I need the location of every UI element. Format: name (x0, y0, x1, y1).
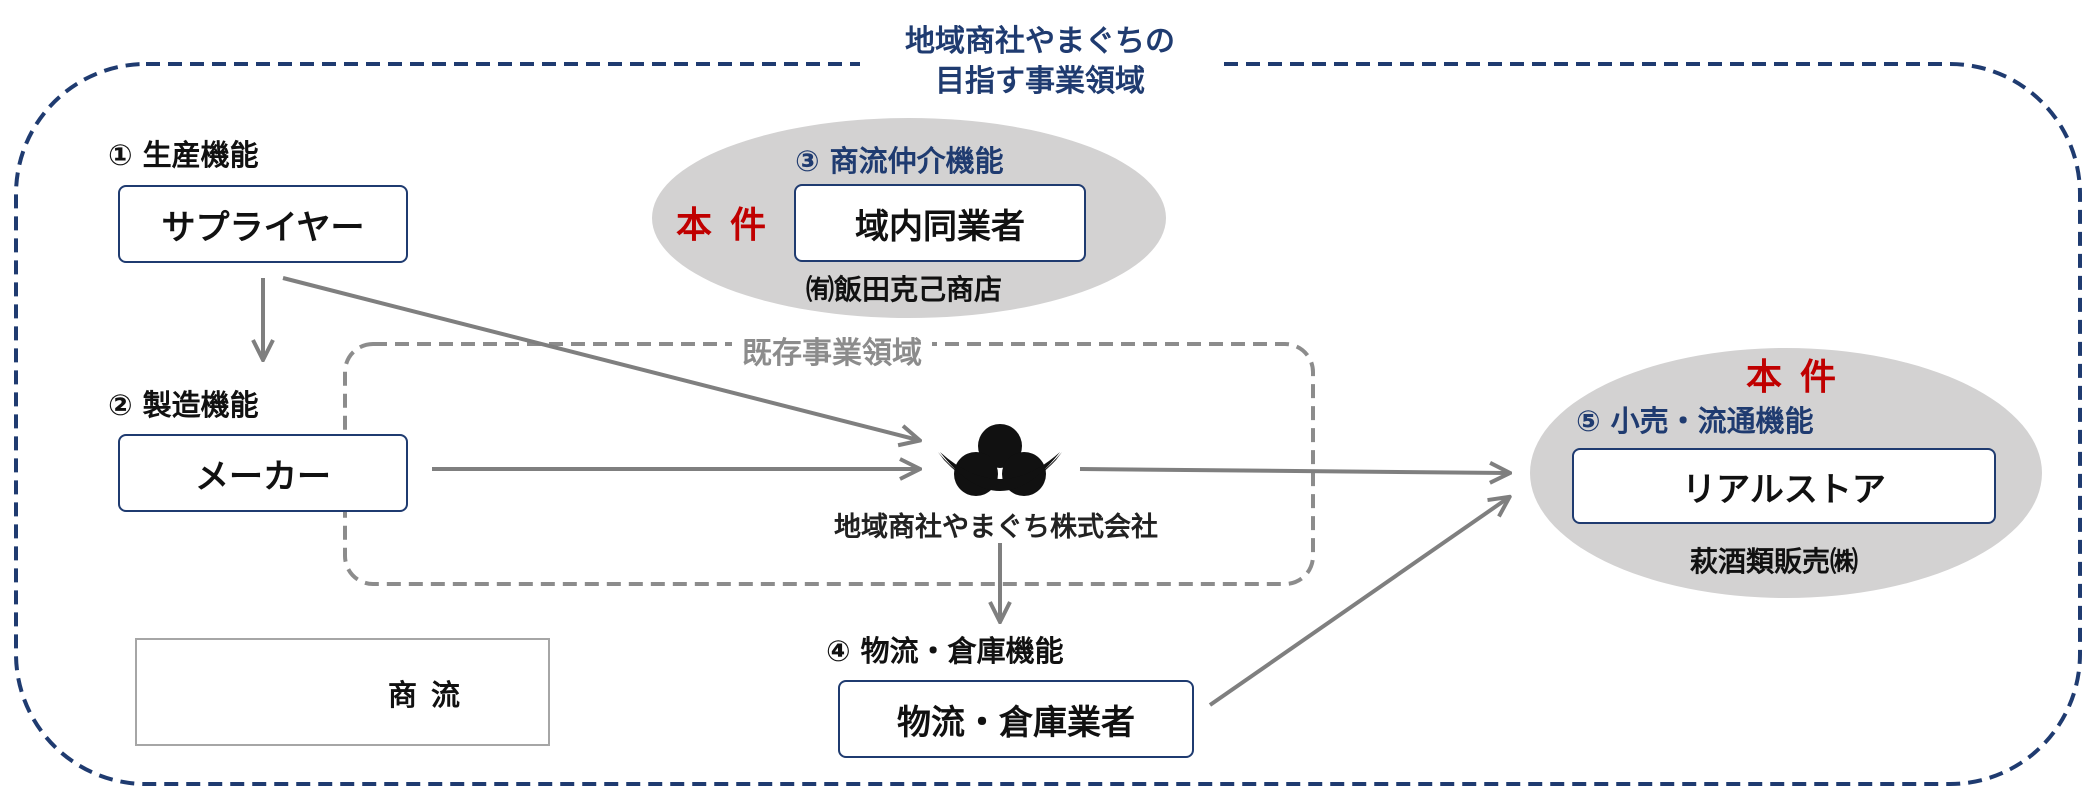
logistics-function-label: ④ 物流・倉庫機能 (826, 634, 1064, 668)
intermediary-company: ㈲飯田克己商店 (806, 273, 1003, 306)
intermediary-tag: 本件 (676, 205, 785, 246)
manufacturing-function-label: ② 製造機能 (108, 388, 259, 422)
arrow-center-to-retail (1079, 469, 1508, 473)
logistics-box: 物流・倉庫業者 (838, 680, 1194, 758)
retail-company: 萩酒類販売㈱ (1690, 545, 1859, 578)
arrow-supplier-to-center (282, 276, 918, 440)
diagram-title-line1: 地域商社やまぐちの (860, 22, 1220, 62)
local-peer-box: 域内同業者 (794, 184, 1086, 262)
diagram-title-line2: 目指す事業領域 (860, 62, 1220, 102)
company-logo-icon (938, 424, 1062, 496)
retail-function-label: ⑤ 小売・流通機能 (1576, 404, 1814, 438)
retail-tag: 本件 (1746, 357, 1855, 398)
legend-box (135, 638, 550, 746)
real-store-box: リアルストア (1572, 448, 1996, 524)
production-function-label: ① 生産機能 (108, 138, 259, 172)
intermediary-function-label: ③ 商流仲介機能 (795, 144, 1004, 178)
legend-label: 商流 (388, 678, 475, 712)
center-company-name: 地域商社やまぐち株式会社 (834, 512, 1158, 543)
maker-box: メーカー (118, 434, 408, 512)
existing-domain-label: 既存事業領域 (732, 328, 932, 372)
existing-domain-frame (343, 342, 1315, 586)
supplier-box: サプライヤー (118, 185, 408, 263)
arrow-logistics-to-retail (1208, 498, 1508, 707)
